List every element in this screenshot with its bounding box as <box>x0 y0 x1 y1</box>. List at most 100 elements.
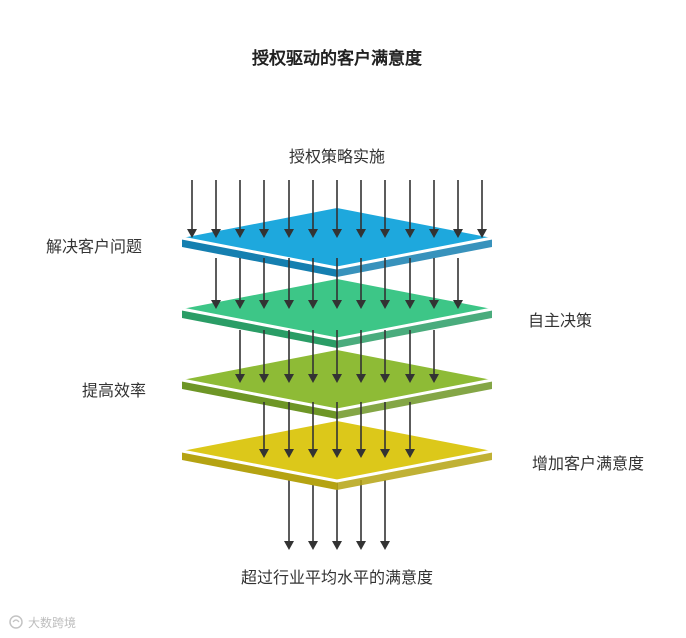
arrows-top-arrow-9-head <box>380 229 390 238</box>
arrows-band-1-arrow-6-head <box>332 300 342 309</box>
arrows-top-arrow-5-head <box>284 229 294 238</box>
layer-4-left-side <box>182 451 337 490</box>
arrows-bottom <box>284 480 390 550</box>
arrows-band-3-arrow-3-head <box>308 449 318 458</box>
arrows-band-2-arrow-4-head <box>308 374 318 383</box>
arrows-top-arrow-13-head <box>477 229 487 238</box>
arrows-band-1-arrow-10 <box>429 258 439 309</box>
arrows-top-arrow-7 <box>332 180 342 238</box>
arrows-top-arrow-2-head <box>211 229 221 238</box>
layer-label-4: 增加客户满意度 <box>532 454 644 473</box>
arrows-top-arrow-6 <box>308 180 318 238</box>
watermark: 大数跨境 <box>9 615 76 630</box>
page-title: 授权驱动的客户满意度 <box>252 48 423 69</box>
layer-label-1: 解决客户问题 <box>46 237 142 256</box>
arrows-band-3-arrow-5-head <box>356 449 366 458</box>
arrows-top-arrow-11 <box>429 180 439 238</box>
arrows-band-1-arrow-3 <box>259 258 269 309</box>
arrows-top-arrow-5 <box>284 180 294 238</box>
arrows-band-3-arrow-7 <box>405 402 415 458</box>
arrows-top-arrow-7-head <box>332 229 342 238</box>
arrows-band-2-arrow-6-head <box>356 374 366 383</box>
arrows-bottom-arrow-2 <box>308 480 318 550</box>
arrows-top-arrow-11-head <box>429 229 439 238</box>
layer-stack <box>181 180 493 550</box>
arrows-top-arrow-3-head <box>235 229 245 238</box>
arrows-top <box>187 180 487 238</box>
arrows-band-3-arrow-3 <box>308 402 318 458</box>
arrows-bottom-arrow-2-head <box>308 541 318 550</box>
brand-logo-icon <box>9 615 23 629</box>
layer-3-left-side <box>182 380 337 419</box>
arrows-top-arrow-8-head <box>356 229 366 238</box>
arrows-band-1-arrow-9-head <box>405 300 415 309</box>
arrows-band-1-arrow-2 <box>235 258 245 309</box>
arrows-band-1-arrow-2-head <box>235 300 245 309</box>
arrows-band-1-arrow-4-head <box>284 300 294 309</box>
arrows-band-3-arrow-6-head <box>380 449 390 458</box>
arrows-top-arrow-12 <box>453 180 463 238</box>
arrows-band-2 <box>235 330 439 383</box>
arrows-band-3-arrow-5 <box>356 402 366 458</box>
arrows-top-arrow-6-head <box>308 229 318 238</box>
layer-4-edge-highlight <box>181 449 493 483</box>
arrows-band-3 <box>259 402 415 458</box>
arrows-band-2-arrow-7-head <box>380 374 390 383</box>
layer-4-right-side <box>337 451 492 490</box>
arrows-band-2-arrow-9 <box>429 330 439 383</box>
arrows-band-1-arrow-8 <box>380 258 390 309</box>
arrows-band-2-arrow-3-head <box>284 374 294 383</box>
arrows-top-arrow-13 <box>477 180 487 238</box>
arrows-band-1-arrow-4 <box>284 258 294 309</box>
arrows-band-1-arrow-11-head <box>453 300 463 309</box>
arrows-band-1-arrow-5-head <box>308 300 318 309</box>
arrows-bottom-arrow-1 <box>284 480 294 550</box>
arrows-bottom-arrow-3-head <box>332 541 342 550</box>
arrows-top-arrow-1-head <box>187 229 197 238</box>
arrows-band-2-arrow-5 <box>332 330 342 383</box>
arrows-band-3-arrow-1 <box>259 402 269 458</box>
arrows-band-1-arrow-7-head <box>356 300 366 309</box>
arrows-band-1-arrow-6 <box>332 258 342 309</box>
arrows-bottom-arrow-3 <box>332 480 342 550</box>
arrows-top-arrow-10-head <box>405 229 415 238</box>
arrows-band-3-arrow-4-head <box>332 449 342 458</box>
arrows-band-2-arrow-3 <box>284 330 294 383</box>
arrows-band-3-arrow-2-head <box>284 449 294 458</box>
arrows-band-2-arrow-1-head <box>235 374 245 383</box>
layer-2-right-side <box>337 309 492 348</box>
arrows-top-arrow-3 <box>235 180 245 238</box>
arrows-band-2-arrow-8-head <box>405 374 415 383</box>
top-label: 授权策略实施 <box>289 147 385 166</box>
arrows-band-2-arrow-6 <box>356 330 366 383</box>
arrows-band-1-arrow-8-head <box>380 300 390 309</box>
arrows-band-1-arrow-5 <box>308 258 318 309</box>
arrows-band-1-arrow-7 <box>356 258 366 309</box>
arrows-band-3-arrow-4 <box>332 402 342 458</box>
arrows-band-1-arrow-1 <box>211 258 221 309</box>
arrows-bottom-arrow-4 <box>356 480 366 550</box>
arrows-band-3-arrow-6 <box>380 402 390 458</box>
arrows-band-1-arrow-10-head <box>429 300 439 309</box>
arrows-band-3-arrow-1-head <box>259 449 269 458</box>
layer-3-right-side <box>337 380 492 419</box>
arrows-top-arrow-8 <box>356 180 366 238</box>
arrows-band-1 <box>211 258 463 309</box>
arrows-band-2-arrow-2 <box>259 330 269 383</box>
bottom-label: 超过行业平均水平的满意度 <box>241 568 433 587</box>
arrows-bottom-arrow-5 <box>380 480 390 550</box>
arrows-band-2-arrow-8 <box>405 330 415 383</box>
arrows-band-2-arrow-9-head <box>429 374 439 383</box>
arrows-band-2-arrow-7 <box>380 330 390 383</box>
arrows-band-2-arrow-4 <box>308 330 318 383</box>
arrows-top-arrow-12-head <box>453 229 463 238</box>
arrows-top-arrow-4 <box>259 180 269 238</box>
layer-2-left-side <box>182 309 337 348</box>
arrows-band-3-arrow-7-head <box>405 449 415 458</box>
layer-1-right-side <box>337 238 492 277</box>
arrows-top-arrow-4-head <box>259 229 269 238</box>
layer-label-3: 提高效率 <box>82 381 146 400</box>
arrows-band-1-arrow-9 <box>405 258 415 309</box>
layer-1-left-side <box>182 238 337 277</box>
arrows-band-1-arrow-1-head <box>211 300 221 309</box>
